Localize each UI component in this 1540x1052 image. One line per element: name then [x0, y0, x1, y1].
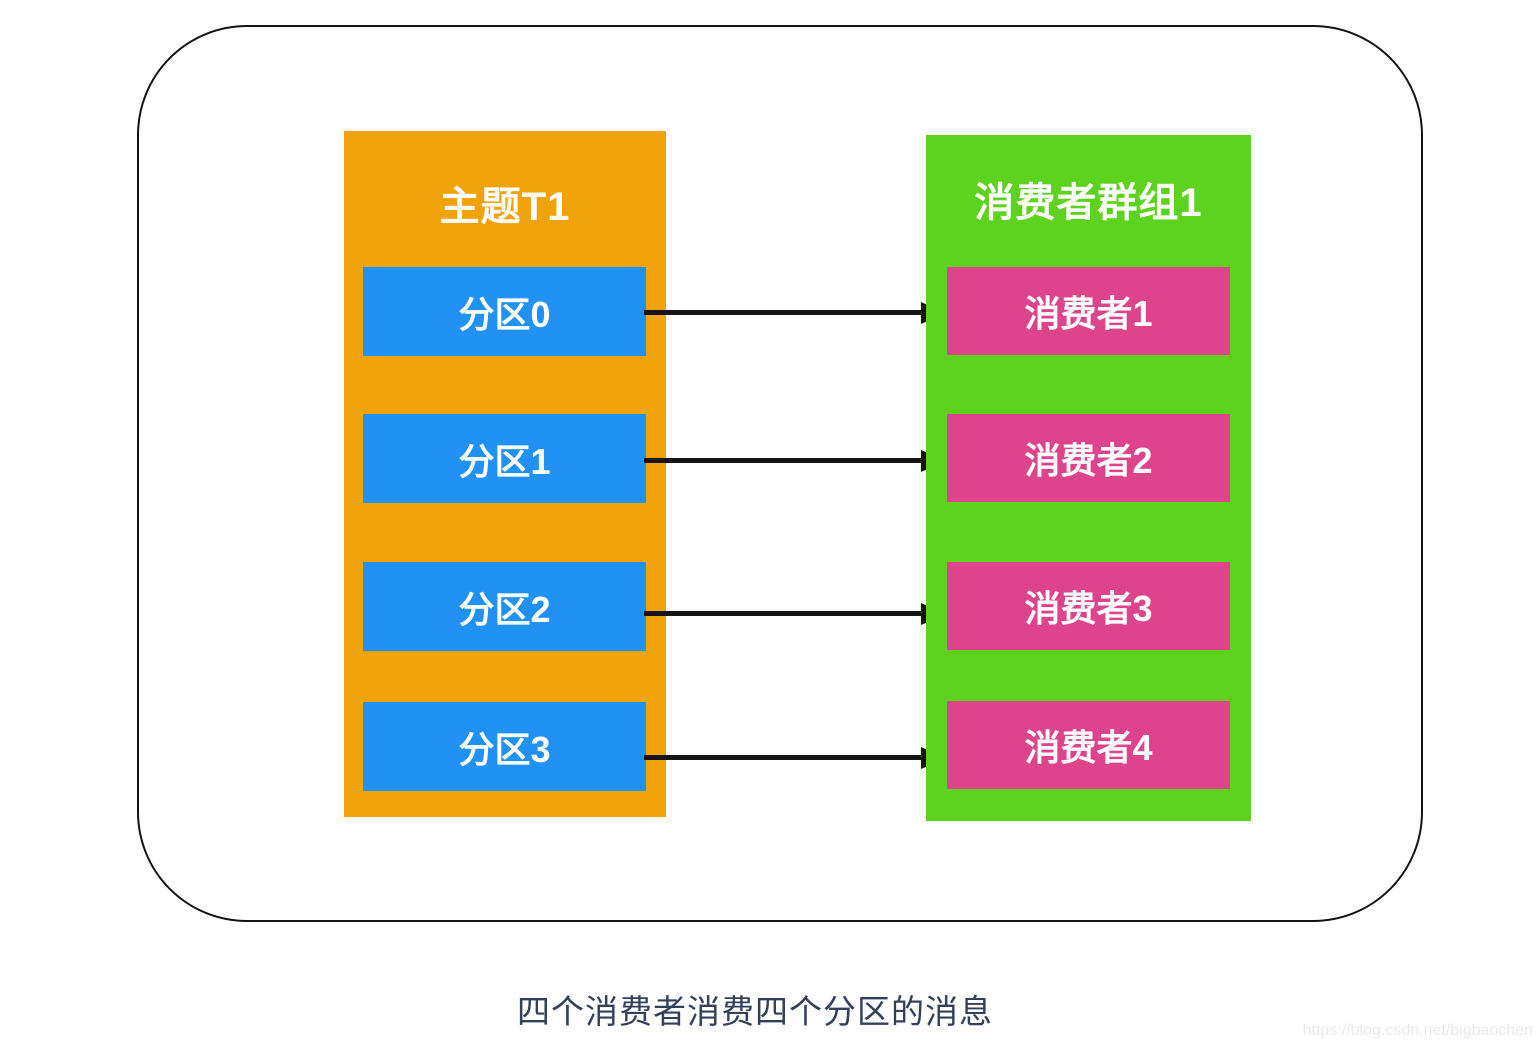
partition-label: 分区1 — [458, 440, 551, 482]
partition-box-1: 分区1 — [363, 414, 646, 503]
arrow-partition3-to-consumer4 — [644, 755, 921, 760]
consumer-label: 消费者4 — [1024, 727, 1153, 768]
arrow-partition1-to-consumer2 — [644, 458, 921, 463]
consumer-group-title: 消费者群组1 — [974, 181, 1203, 225]
consumer-box-1: 消费者1 — [947, 267, 1230, 355]
topic-title: 主题T1 — [439, 185, 571, 229]
diagram-outer-frame — [137, 25, 1423, 922]
partition-box-2: 分区2 — [363, 562, 646, 651]
arrow-partition0-to-consumer1 — [644, 310, 921, 315]
watermark-url: https://blog.csdn.net/bigbaochen — [1302, 1022, 1533, 1039]
partition-label: 分区3 — [458, 728, 551, 770]
consumer-label: 消费者1 — [1024, 293, 1153, 334]
partition-label: 分区0 — [458, 293, 551, 335]
consumer-box-4: 消费者4 — [947, 701, 1230, 789]
arrow-partition2-to-consumer3 — [644, 611, 921, 616]
consumer-box-2: 消费者2 — [947, 414, 1230, 502]
topic-column: 主题T1 分区0 分区1 分区2 分区3 — [344, 131, 666, 817]
consumer-box-3: 消费者3 — [947, 562, 1230, 650]
partition-box-3: 分区3 — [363, 702, 646, 791]
consumer-label: 消费者3 — [1024, 588, 1153, 629]
consumer-group-column: 消费者群组1 消费者1 消费者2 消费者3 消费者4 — [926, 135, 1251, 821]
consumer-label: 消费者2 — [1024, 440, 1153, 481]
partition-label: 分区2 — [458, 588, 551, 630]
partition-box-0: 分区0 — [363, 267, 646, 356]
diagram-caption: 四个消费者消费四个分区的消息 — [517, 993, 993, 1030]
